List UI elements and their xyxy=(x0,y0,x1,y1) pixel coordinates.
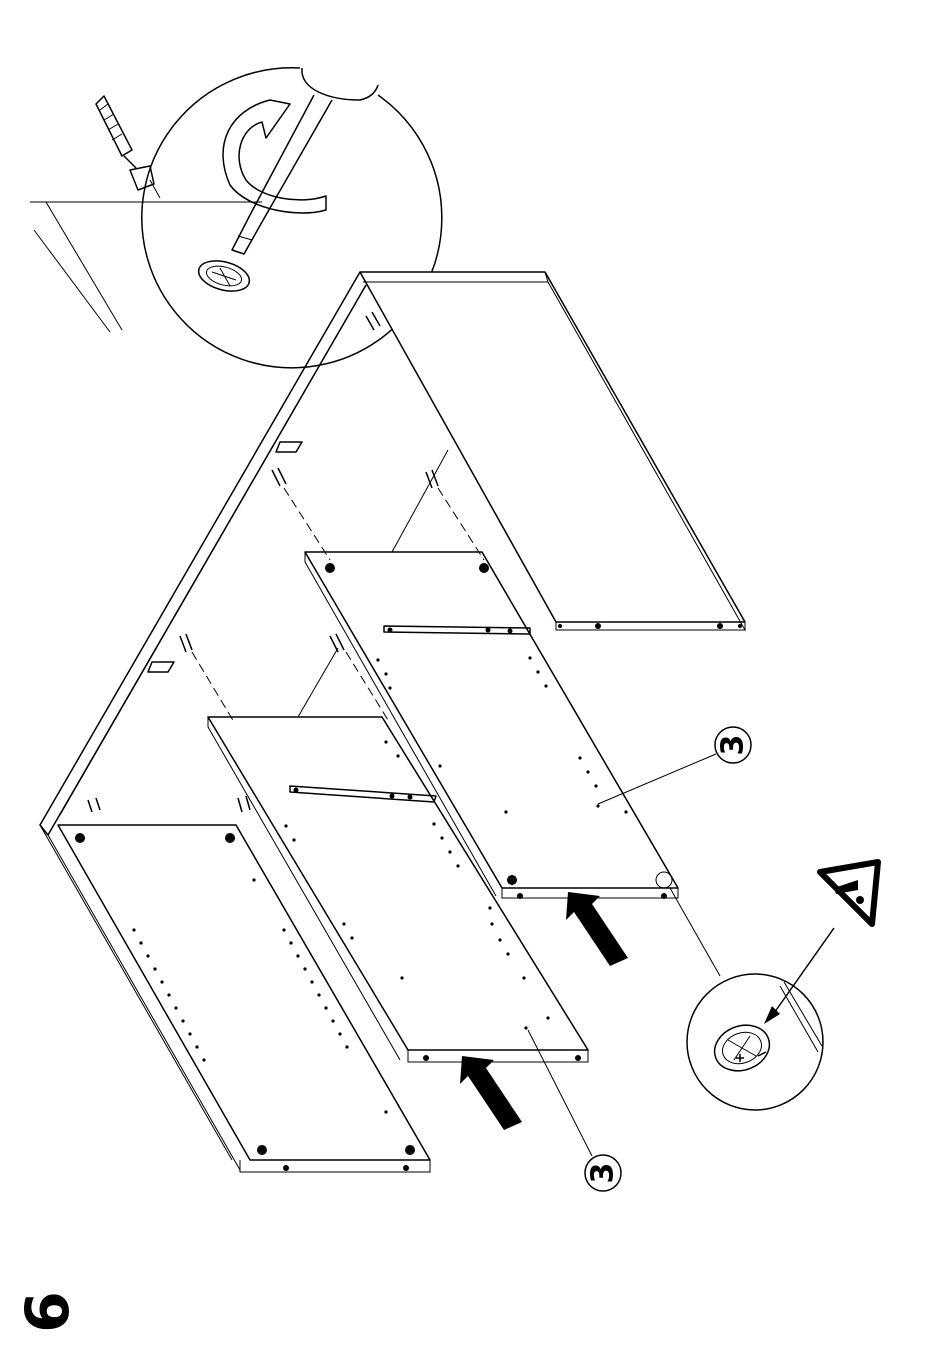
push-arrow-icon xyxy=(566,892,628,966)
warning-icon xyxy=(820,862,878,924)
callout-part-3-lower: 3 xyxy=(528,1030,621,1191)
detail-circle-cam-tightening xyxy=(30,68,442,368)
page-number: 6 xyxy=(13,1291,83,1333)
cam-lock-icon xyxy=(195,256,252,297)
push-arrow-icon xyxy=(460,1056,522,1130)
cam-lock-icon xyxy=(708,1018,776,1078)
callout-number: 3 xyxy=(716,735,751,756)
screwdriver-icon xyxy=(96,96,160,198)
callout-number: 3 xyxy=(586,1163,621,1184)
page-number-text: 6 xyxy=(13,1291,83,1333)
detail-circle-cam-orientation xyxy=(656,872,834,1110)
